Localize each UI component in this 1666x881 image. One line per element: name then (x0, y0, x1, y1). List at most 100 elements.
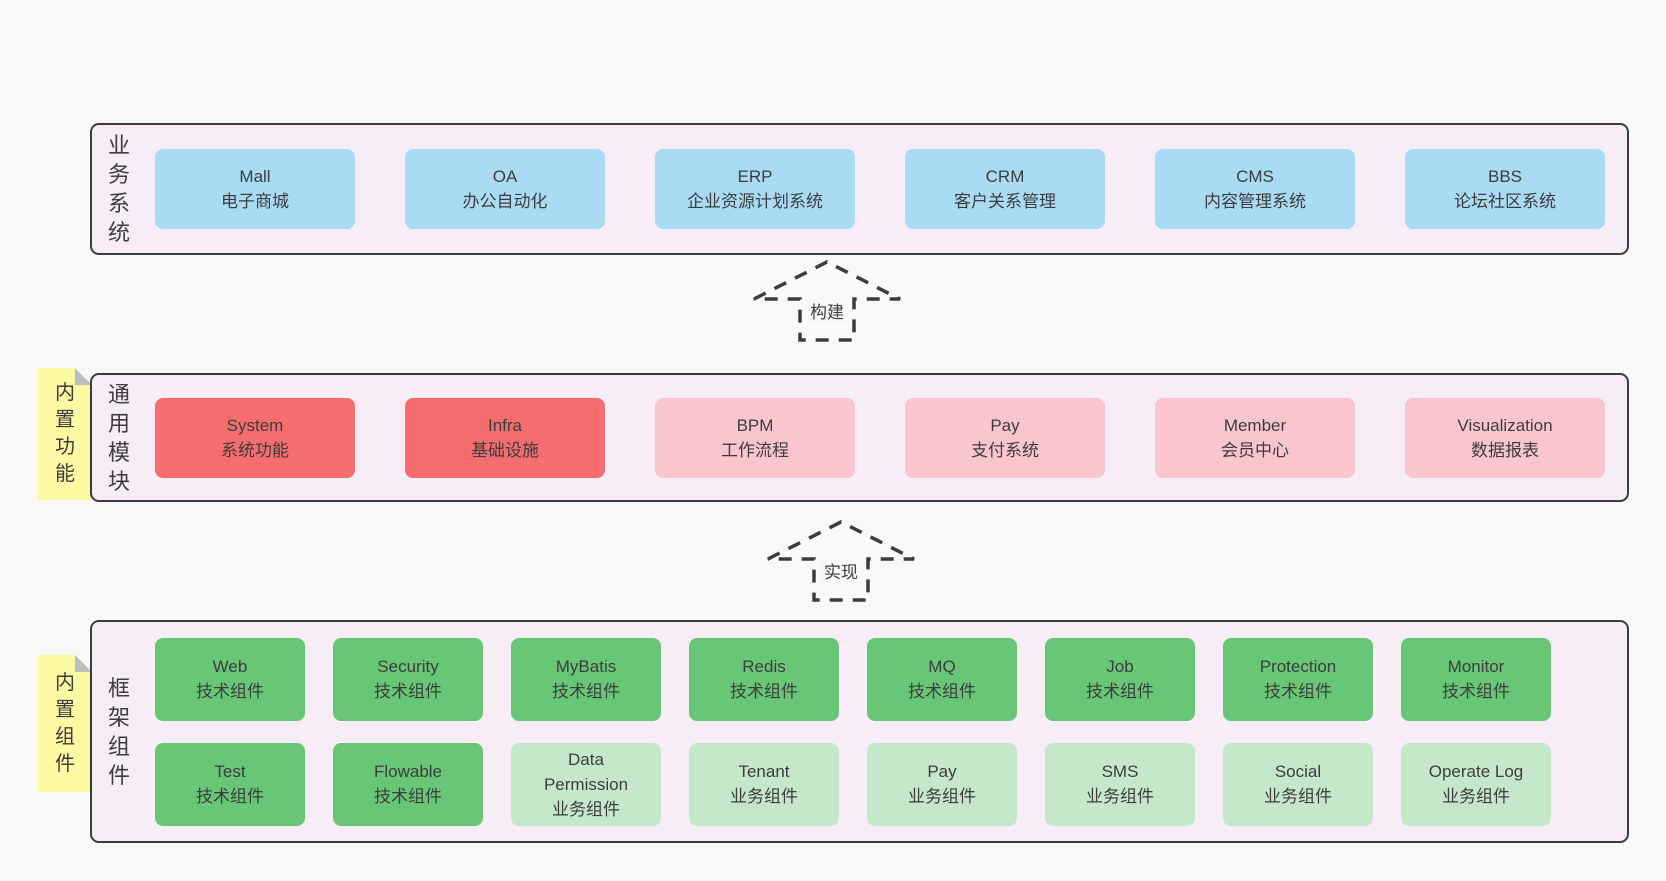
box-crm: CRM 客户关系管理 (905, 149, 1105, 229)
box-social: Social 业务组件 (1223, 742, 1373, 826)
box-subtitle: 技术组件 (1086, 682, 1154, 701)
box-cms: CMS 内容管理系统 (1155, 149, 1355, 229)
box-pay: Pay 业务组件 (867, 742, 1017, 826)
box-system: System 系统功能 (155, 397, 355, 478)
box-subtitle: 业务组件 (1086, 787, 1154, 806)
box-title: Protection (1259, 657, 1337, 676)
box-title: Data Permission (543, 749, 629, 794)
box-test: Test 技术组件 (155, 742, 305, 826)
box-subtitle: 办公自动化 (462, 192, 548, 211)
sticky-note-label: 内置功能 (55, 382, 75, 485)
box-redis: Redis 技术组件 (689, 637, 839, 721)
section-common-modules: 通用模块 System 系统功能 Infra 基础设施 BPM 工作流程 Pay 支付系统 Me… (90, 373, 1629, 502)
box-subtitle: 业务组件 (1264, 787, 1332, 806)
box-subtitle: 系统功能 (221, 440, 289, 460)
box-row: Mall 电子商城 OA 办公自动化 ERP 企业资源计划系统 CRM 客户关系管理 CMS 内容… (155, 149, 1605, 229)
sticky-note-built-in-components: 内置组件 (38, 655, 92, 792)
box-subtitle: 业务组件 (1442, 787, 1510, 806)
box-title: BBS (1487, 167, 1523, 186)
box-subtitle: 内容管理系统 (1204, 192, 1306, 211)
box-title: MyBatis (555, 657, 617, 676)
box-mall: Mall 电子商城 (155, 149, 355, 229)
box-title: Mall (239, 167, 271, 186)
section-box-rows: Mall 电子商城 OA 办公自动化 ERP 企业资源计划系统 CRM 客户关系管理 CMS 内容… (155, 149, 1605, 229)
box-subtitle: 业务组件 (730, 787, 798, 806)
box-title: BPM (736, 415, 774, 435)
box-tenant: Tenant 业务组件 (689, 742, 839, 826)
box-subtitle: 技术组件 (374, 682, 442, 701)
box-subtitle: 论坛社区系统 (1454, 192, 1556, 211)
box-bpm: BPM 工作流程 (655, 397, 855, 478)
section-business-systems: 业务系统 Mall 电子商城 OA 办公自动化 ERP 企业资源计划系统 CRM 客户关系管理… (90, 123, 1629, 255)
box-title: Pay (990, 415, 1020, 435)
box-pay: Pay 支付系统 (905, 397, 1105, 478)
box-title: Job (1106, 657, 1134, 676)
box-title: Tenant (738, 762, 790, 781)
arrow-label: 构建 (806, 297, 848, 324)
box-subtitle: 技术组件 (374, 787, 442, 806)
box-title: CMS (1236, 167, 1274, 186)
box-title: Operate Log (1428, 762, 1524, 781)
box-mybatis: MyBatis 技术组件 (511, 637, 661, 721)
box-title: Member (1223, 415, 1287, 435)
box-oa: OA 办公自动化 (405, 149, 605, 229)
section-label: 通用模块 (107, 381, 130, 494)
box-subtitle: 基础设施 (471, 440, 539, 460)
box-subtitle: 工作流程 (721, 440, 789, 460)
section-label: 业务系统 (107, 133, 130, 245)
box-subtitle: 技术组件 (552, 682, 620, 701)
box-subtitle: 技术组件 (196, 787, 264, 806)
box-title: System (226, 415, 284, 435)
box-subtitle: 技术组件 (196, 682, 264, 701)
box-member: Member 会员中心 (1155, 397, 1355, 478)
box-subtitle: 客户关系管理 (954, 192, 1056, 211)
box-subtitle: 支付系统 (971, 440, 1039, 460)
box-security: Security 技术组件 (333, 637, 483, 721)
box-title: OA (492, 167, 518, 186)
box-title: Pay (927, 762, 957, 781)
box-title: Flowable (373, 762, 443, 781)
box-data-permission: Data Permission 业务组件 (511, 742, 661, 826)
box-title: MQ (928, 657, 956, 676)
sticky-note-label: 内置组件 (55, 671, 75, 775)
box-infra: Infra 基础设施 (405, 397, 605, 478)
section-label: 框架组件 (107, 675, 130, 788)
box-title: CRM (985, 167, 1025, 186)
box-bbs: BBS 论坛社区系统 (1405, 149, 1605, 229)
arrow-implement: 实现 (766, 519, 916, 603)
box-title: Redis (742, 657, 786, 676)
box-title: Security (377, 657, 439, 676)
box-subtitle: 技术组件 (730, 682, 798, 701)
box-subtitle: 会员中心 (1221, 440, 1289, 460)
box-job: Job 技术组件 (1045, 637, 1195, 721)
box-subtitle: 电子商城 (221, 192, 289, 211)
arrow-build: 构建 (752, 259, 902, 343)
box-protection: Protection 技术组件 (1223, 637, 1373, 721)
box-title: Social (1274, 762, 1322, 781)
box-subtitle: 数据报表 (1471, 440, 1539, 460)
box-subtitle: 技术组件 (1264, 682, 1332, 701)
box-title: Infra (487, 415, 523, 435)
box-subtitle: 企业资源计划系统 (687, 192, 823, 211)
box-erp: ERP 企业资源计划系统 (655, 149, 855, 229)
box-title: ERP (737, 167, 773, 186)
box-monitor: Monitor 技术组件 (1401, 637, 1551, 721)
box-web: Web 技术组件 (155, 637, 305, 721)
box-title: Test (214, 762, 246, 781)
box-mq: MQ 技术组件 (867, 637, 1017, 721)
box-subtitle: 业务组件 (552, 799, 620, 819)
box-subtitle: 技术组件 (908, 682, 976, 701)
box-title: Monitor (1447, 657, 1505, 676)
sticky-note-built-in-features: 内置功能 (38, 368, 92, 500)
arrow-label: 实现 (820, 557, 862, 584)
box-subtitle: 业务组件 (908, 787, 976, 806)
box-title: Web (212, 657, 248, 676)
box-subtitle: 技术组件 (1442, 682, 1510, 701)
